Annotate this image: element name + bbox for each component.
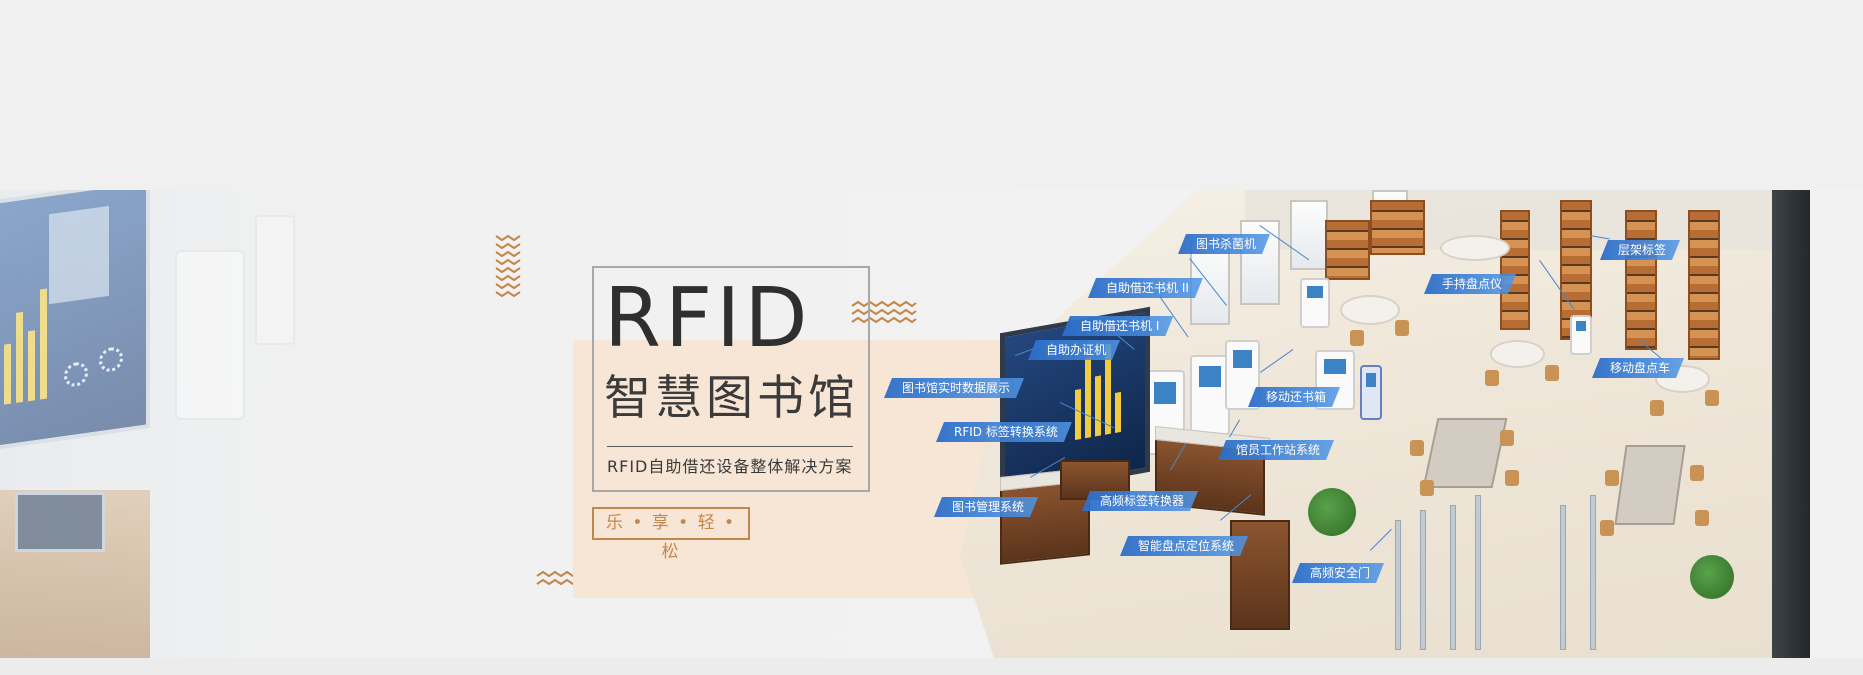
callout-mobile-inventory-cart[interactable]: 移动盘点车 [1592, 358, 1684, 378]
round-table-image [1490, 340, 1545, 368]
bookshelf-image [1500, 210, 1530, 330]
book-sterilizer-image [1300, 278, 1330, 328]
callout-handheld-inventory-device[interactable]: 手持盘点仪 [1424, 274, 1516, 294]
title-frame [592, 266, 870, 492]
callout-card-issuing-machine[interactable]: 自助办证机 [1028, 340, 1120, 360]
title-divider [607, 446, 853, 447]
callout-hf-security-gate[interactable]: 高频安全门 [1292, 563, 1384, 583]
callout-book-sterilizer[interactable]: 图书杀菌机 [1178, 234, 1270, 254]
round-table-image [1340, 295, 1400, 325]
callout-realtime-data-display[interactable]: 图书馆实时数据展示 [884, 378, 1024, 398]
banner-title-en: RFID [604, 271, 812, 366]
zigzag-decoration-icon [495, 234, 521, 298]
kiosk-image [255, 215, 295, 345]
bookshelf-image [1325, 220, 1370, 280]
callout-hf-label-converter[interactable]: 高频标签转换器 [1082, 491, 1198, 511]
banner-subtitle: RFID自助借还设备整体解决方案 [607, 457, 853, 476]
banner-title-cn: 智慧图书馆 [604, 371, 859, 426]
potted-plant-image [1690, 555, 1734, 599]
callout-self-checkout-2[interactable]: 自助借还书机 II [1088, 278, 1203, 298]
monitor-image [15, 492, 105, 552]
self-service-kiosk-image [1225, 340, 1260, 410]
callout-smart-inventory-positioning[interactable]: 智能盘点定位系统 [1120, 536, 1248, 556]
potted-plant-image [1308, 488, 1356, 536]
callout-mobile-return-box[interactable]: 移动还书箱 [1248, 387, 1340, 407]
bookshelf-image [1370, 200, 1425, 255]
kiosk-image [175, 250, 245, 420]
callout-library-management-system[interactable]: 图书管理系统 [934, 497, 1038, 517]
reading-table-image [1614, 445, 1686, 525]
left-faded-library-scene [0, 190, 300, 658]
window-image [1240, 220, 1280, 305]
reading-table-image [1422, 418, 1508, 488]
zigzag-decoration-icon [851, 300, 917, 324]
round-table-image [1655, 365, 1710, 393]
callout-self-checkout-1[interactable]: 自助借还书机 I [1062, 316, 1173, 336]
slogan-badge: 乐 • 享 • 轻 • 松 [592, 507, 750, 562]
data-display-screen-image [0, 190, 150, 452]
bottom-background [0, 658, 1863, 675]
mobile-return-box-image [1315, 350, 1355, 410]
mobile-inventory-cart-image [1570, 315, 1592, 355]
callout-rfid-label-conversion[interactable]: RFID 标签转换系统 [936, 422, 1072, 442]
callout-shelf-label[interactable]: 层架标签 [1600, 240, 1680, 260]
round-table-image [1440, 235, 1510, 261]
security-gate-image [1395, 520, 1401, 650]
callout-librarian-workstation[interactable]: 馆员工作站系统 [1218, 440, 1334, 460]
top-background [0, 0, 1863, 190]
self-service-kiosk-image [1190, 355, 1230, 435]
side-wall [1772, 190, 1810, 658]
bookshelf-image [1688, 210, 1720, 360]
hero-banner: RFID 智慧图书馆 RFID自助借还设备整体解决方案 乐 • 享 • 轻 • … [0, 190, 1863, 658]
bookshelf-image [1625, 210, 1657, 350]
kiosk-stand-image [1360, 365, 1382, 420]
